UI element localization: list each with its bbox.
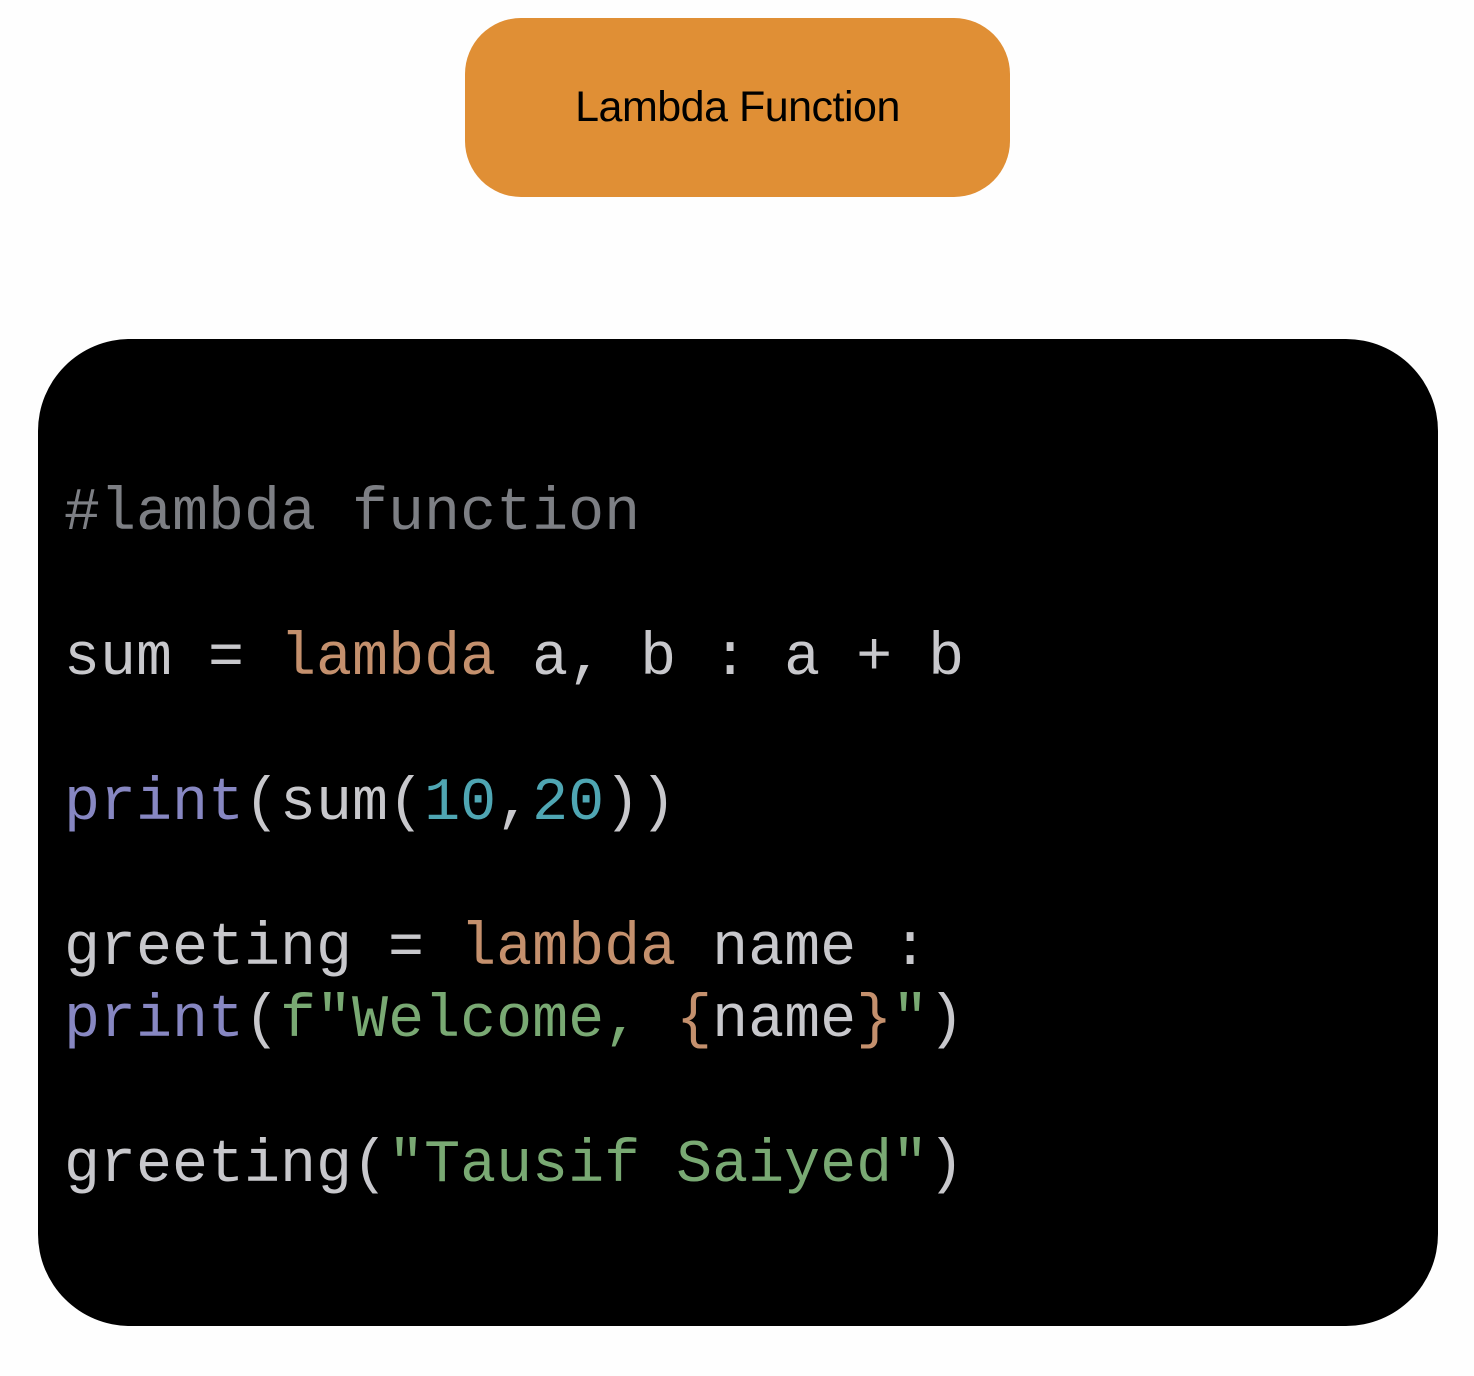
plain-token: ) (928, 987, 965, 1055)
code-line-comment: #lambda function (64, 478, 964, 550)
code-line-greeting-body: print(f"Welcome, {name}") (64, 985, 964, 1057)
plain-token: name (712, 987, 857, 1055)
code-line-print-sum: print(sum(10,20)) (64, 768, 964, 840)
plain-token: ) (928, 1132, 965, 1200)
number-token: 10 (424, 770, 497, 838)
title-badge: Lambda Function (465, 18, 1010, 197)
code-line-greeting-call: greeting("Tausif Saiyed") (64, 1130, 964, 1202)
keyword-token: lambda (280, 625, 497, 693)
string-token: "Tausif Saiyed" (388, 1132, 929, 1200)
comment-token: #lambda function (64, 480, 641, 548)
code-line-greeting-def: greeting = lambda name : (64, 913, 964, 985)
plain-token: greeting = (64, 915, 461, 983)
plain-token: (sum( (244, 770, 425, 838)
keyword-token: lambda (460, 915, 677, 983)
code-line-sum: sum = lambda a, b : a + b (64, 623, 964, 695)
code-block (38, 339, 1438, 1326)
title-label: Lambda Function (575, 83, 900, 131)
plain-token: name : (676, 915, 929, 983)
plain-token: sum = (64, 625, 281, 693)
brace-token: } (856, 987, 893, 1055)
brace-token: { (676, 987, 713, 1055)
builtin-token: print (64, 770, 245, 838)
plain-token: )) (604, 770, 677, 838)
plain-token: ( (244, 987, 281, 1055)
string-token: f"Welcome, (280, 987, 677, 1055)
plain-token: , (496, 770, 533, 838)
plain-token: a, b : a + b (496, 625, 965, 693)
builtin-token: print (64, 987, 245, 1055)
string-token: " (892, 987, 929, 1055)
code-content: #lambda function sum = lambda a, b : a + … (64, 478, 964, 1202)
plain-token: greeting( (64, 1132, 389, 1200)
number-token: 20 (532, 770, 605, 838)
